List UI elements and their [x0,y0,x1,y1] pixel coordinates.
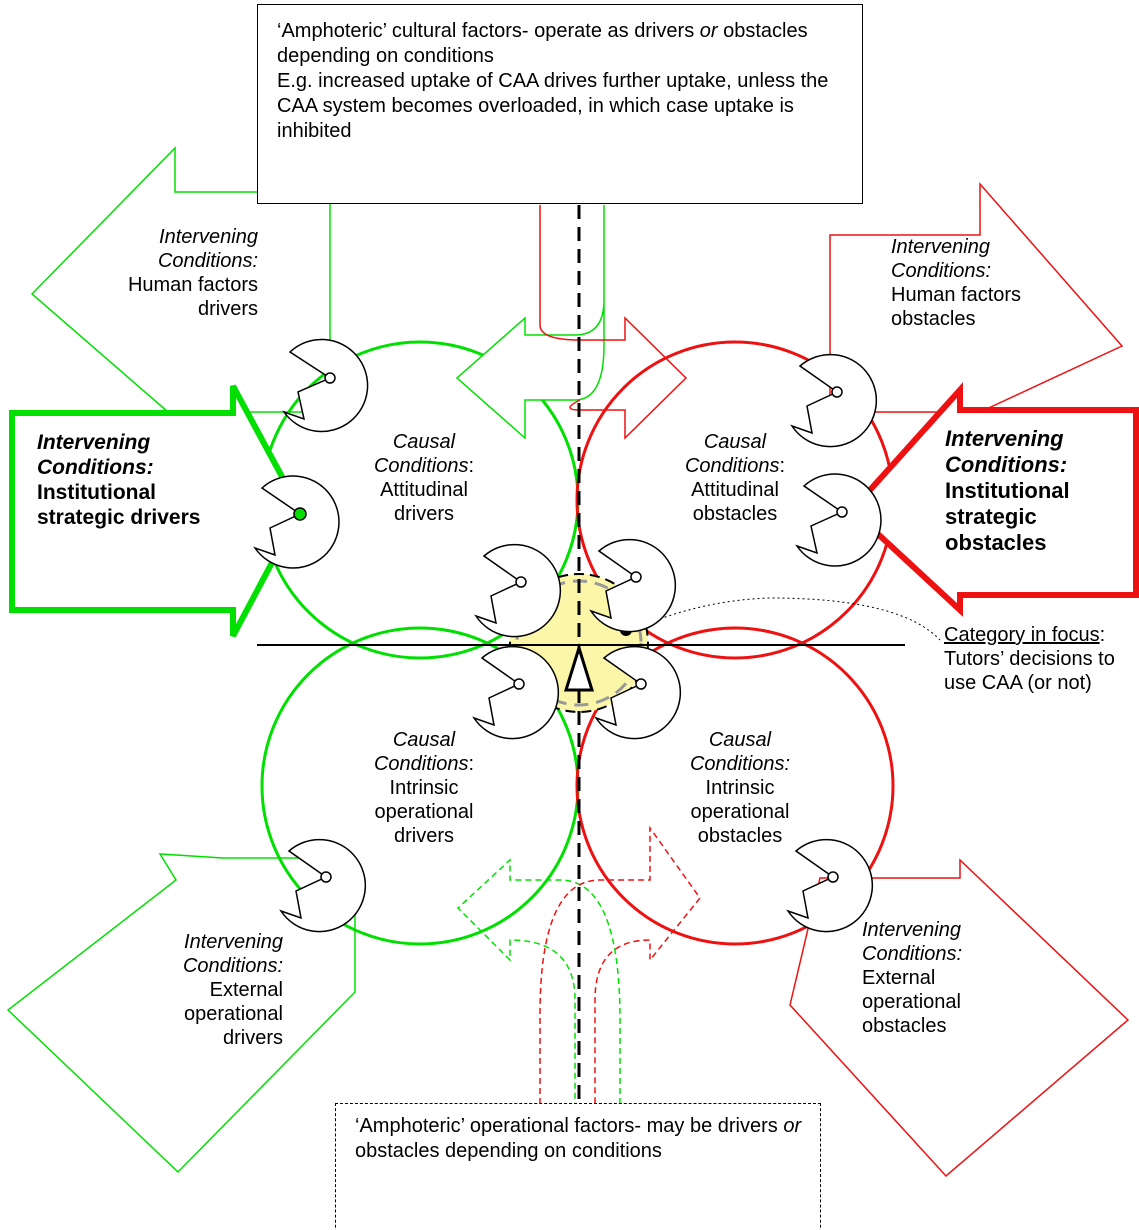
label-attitudinal-drivers-heading: Causal Conditions: [356,430,492,478]
label-external-drivers: Intervening Conditions: External operati… [155,930,283,1050]
bottom-box-text-a: ‘Amphoteric’ operational factors- may be… [355,1115,784,1137]
label-attitudinal-obstacles: Causal Conditions: Attitudinal obstacles [667,430,803,526]
arrow-amphoteric-cultural-red [539,205,688,440]
top-box-line2: E.g. increased uptake of CAA drives furt… [277,70,829,142]
label-intrinsic-obstacles: Causal Conditions: Intrinsic operational… [672,728,808,848]
label-attitudinal-obstacles-sep: : [779,455,786,477]
bottom-box-text-b: obstacles depending on conditions [355,1140,662,1162]
label-intrinsic-obstacles-body: Intrinsic operational obstacles [690,777,790,847]
label-intrinsic-obstacles-heading-text: Causal Conditions: [689,729,791,775]
amphoteric-operational-box: ‘Amphoteric’ operational factors- may be… [335,1103,821,1230]
label-institutional-drivers: Intervening Conditions: Institutional st… [37,430,237,530]
label-attitudinal-obstacles-heading: Causal Conditions: [667,430,803,478]
label-attitudinal-drivers-heading-text: Causal Conditions [373,431,469,477]
label-institutional-obstacles-heading: Intervening Conditions: [945,426,1068,477]
label-attitudinal-drivers-sep: : [468,455,475,477]
arrow-institutional-drivers [9,384,304,638]
label-human-obstacles: Intervening Conditions: Human factors ob… [891,235,1041,331]
connector-icons [253,338,882,933]
label-external-obstacles: Intervening Conditions: External operati… [862,918,992,1038]
label-human-drivers-heading: Intervening Conditions: [157,226,258,272]
connector-icon-institutional-drivers [253,475,340,569]
arrow-external-drivers [6,853,356,1174]
label-intrinsic-drivers-sep: : [468,753,475,775]
arrow-external-obstacles [789,858,1130,1178]
top-box-or: or [699,20,718,42]
connector-icon-attitudinal-obstacles [589,538,677,633]
top-box-line1-b: obstacles depending on conditions [277,20,808,67]
label-attitudinal-drivers-body: Attitudinal drivers [380,479,468,525]
label-institutional-obstacles: Intervening Conditions: Institutional st… [945,426,1115,556]
label-human-obstacles-body: Human factors obstacles [891,284,1022,330]
label-category-in-focus-underlined: Category in focus [944,624,1100,646]
label-attitudinal-obstacles-body: Attitudinal obstacles [691,479,779,525]
bottom-box-or: or [783,1115,802,1137]
connector-icon-intrinsic-obstacles [594,645,682,740]
label-institutional-drivers-heading: Intervening Conditions: [37,431,154,479]
circle-intrinsic-obstacles [575,626,895,946]
label-human-drivers-body: Human factors drivers [127,274,258,320]
connector-icon-external-drivers [279,838,367,933]
connector-icon-external-obstacles [786,838,874,933]
label-intrinsic-drivers: Causal Conditions: Intrinsic operational… [356,728,492,848]
label-intrinsic-drivers-body: Intrinsic operational drivers [374,777,474,847]
arrow-amphoteric-operational-red [539,825,701,1104]
label-category-in-focus: Category in focus: Tutors’ decisions to … [944,623,1136,695]
focus-leader-line [631,597,941,641]
label-external-obstacles-heading: Intervening Conditions: [862,919,963,965]
label-category-in-focus-rest: : Tutors’ decisions to use CAA (or not) [944,624,1115,694]
connector-icon-institutional-obstacles [795,473,882,567]
amphoteric-cultural-box: ‘Amphoteric’ cultural factors- operate a… [257,4,863,204]
label-human-obstacles-heading: Intervening Conditions: [891,236,992,282]
label-intrinsic-drivers-heading-text: Causal Conditions [373,729,469,775]
connector-icon-human-drivers [282,338,369,433]
connector-icon-human-obstacles [790,353,878,448]
label-institutional-obstacles-body: Institutional strategic obstacles [945,478,1070,555]
connector-icon-intrinsic-drivers [472,645,560,740]
label-human-drivers: Intervening Conditions: Human factors dr… [96,225,258,321]
central-up-arrow [563,642,595,692]
label-external-drivers-heading: Intervening Conditions: [182,931,283,977]
arrow-amphoteric-cultural-green [455,205,605,440]
arrow-institutional-obstacles [847,382,1139,617]
label-attitudinal-drivers: Causal Conditions: Attitudinal drivers [356,430,492,526]
arrow-amphoteric-operational-green [456,858,621,1104]
label-external-obstacles-body: External operational obstacles [862,967,961,1037]
label-attitudinal-obstacles-heading-text: Causal Conditions [684,431,780,477]
label-institutional-drivers-body: Institutional strategic drivers [37,481,201,529]
label-external-drivers-body: External operational drivers [184,979,283,1049]
label-intrinsic-obstacles-heading: Causal Conditions: [672,728,808,776]
top-box-line1-a: ‘Amphoteric’ cultural factors- operate a… [277,20,700,42]
label-intrinsic-drivers-heading: Causal Conditions: [356,728,492,776]
connector-icon-attitudinal-drivers [474,543,562,638]
